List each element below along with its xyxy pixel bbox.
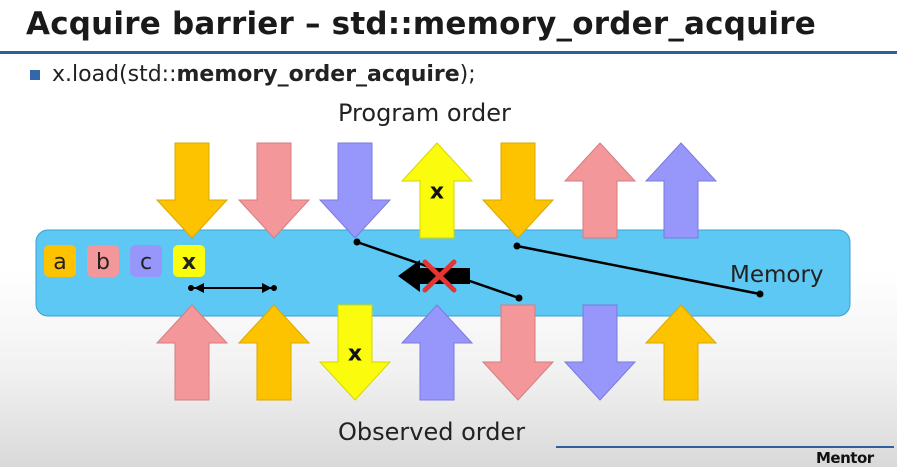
top-arrow-6 (563, 142, 637, 239)
bottom-arrow-6 (563, 304, 637, 401)
bullet-bold: memory_order_acquire (176, 62, 460, 87)
top-arrow-4 (400, 142, 474, 239)
cross-icon (422, 259, 457, 293)
bottom-arrow-1 (155, 304, 229, 401)
legend-label-a: a (53, 250, 66, 275)
legend-box-x (173, 245, 205, 277)
legend-box-c (130, 245, 162, 277)
bottom-arrow-4 (400, 304, 474, 401)
bottom-arrow-5 (481, 304, 555, 401)
top-arrow-row: x (155, 142, 718, 239)
bullet-text: x.load(std::memory_order_acquire); (52, 62, 476, 87)
title-underline (0, 51, 897, 54)
double-arrow-connector (188, 283, 277, 293)
bottom-arrow-7 (644, 304, 718, 401)
legend-label-c: c (140, 250, 152, 275)
bottom-arrow-3 (318, 304, 392, 401)
top-arrow-5 (481, 142, 555, 239)
memory-label: Memory (730, 262, 824, 288)
top-arrow-3 (318, 142, 392, 239)
top-arrow-7 (644, 142, 718, 239)
top-arrow-4-label: x (430, 180, 444, 205)
blocked-reorder-arrow (398, 260, 470, 292)
top-arrow-1 (155, 142, 229, 239)
legend-label-x: x (182, 250, 196, 275)
bottom-arrow-row: x (155, 304, 718, 401)
program-order-label: Program order (338, 99, 511, 127)
observed-order-label: Observed order (338, 418, 526, 446)
legend-box-a (44, 245, 76, 277)
legend-box-b (87, 245, 119, 277)
bullet-suffix: ); (459, 62, 476, 87)
mentor-logo: Mentor (816, 449, 874, 467)
top-arrow-2 (237, 142, 311, 239)
footer-rule (556, 446, 894, 448)
bottom-arrow-3-label: x (348, 342, 362, 367)
bullet-square-icon (30, 70, 40, 80)
slide-title: Acquire barrier – std::memory_order_acqu… (26, 6, 816, 42)
legend-label-b: b (96, 250, 110, 275)
bullet-prefix: x.load(std:: (52, 62, 177, 87)
bottom-arrow-2 (237, 304, 311, 401)
